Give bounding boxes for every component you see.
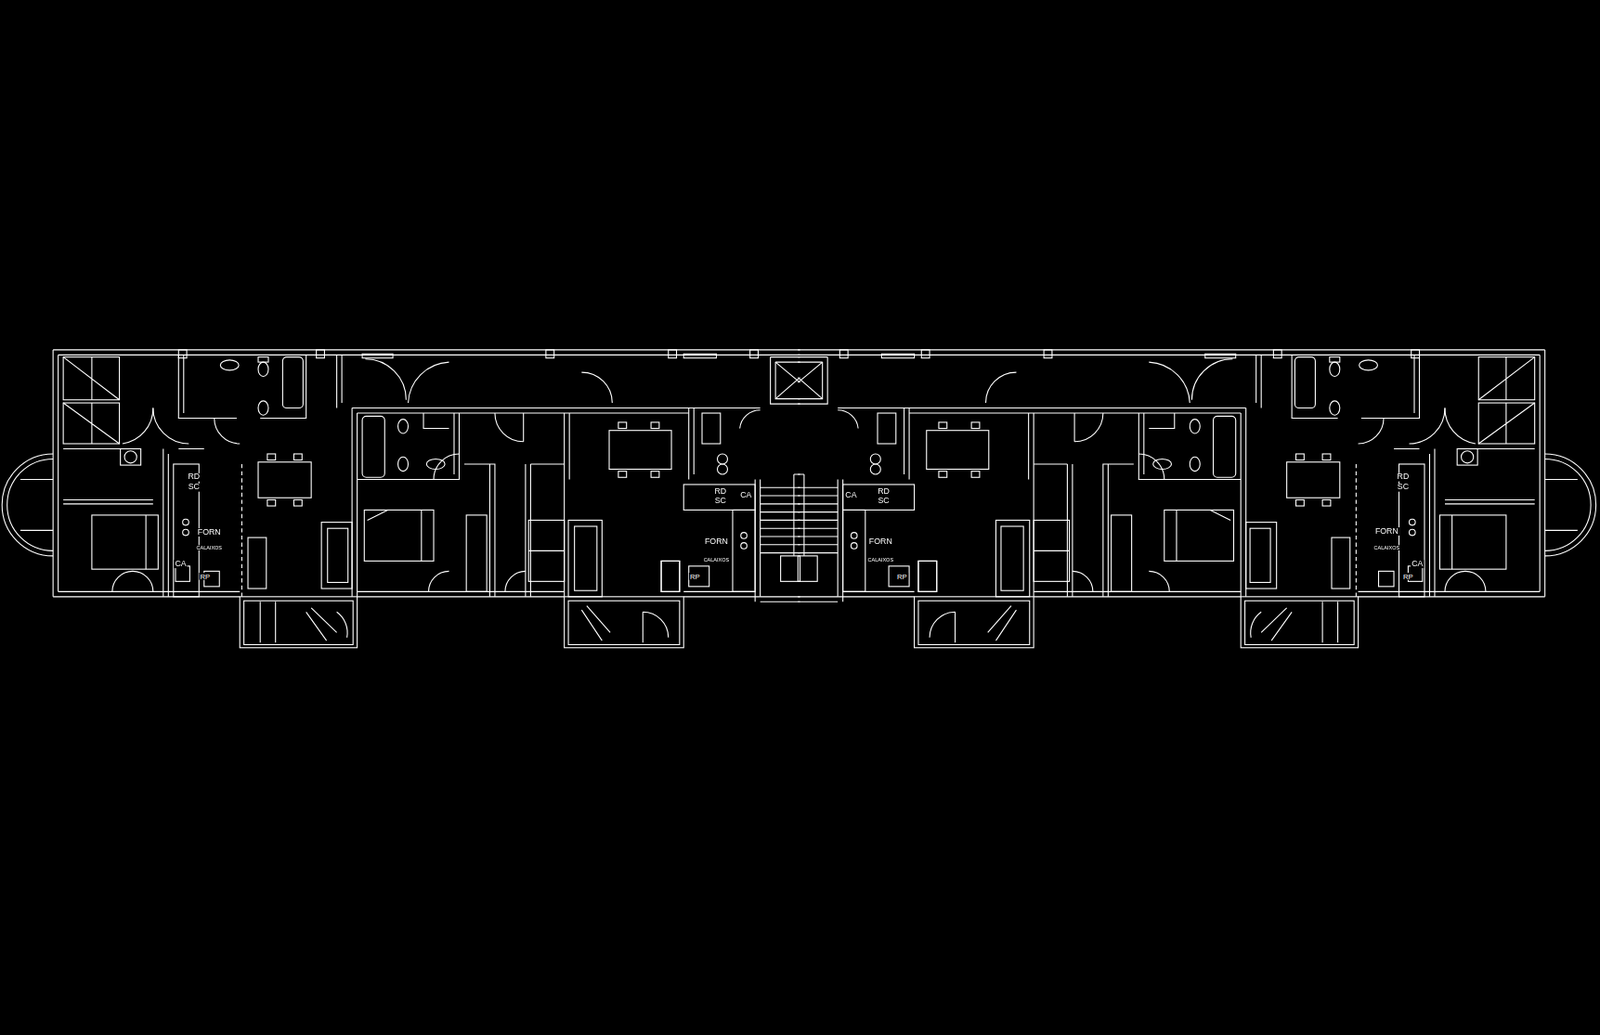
appliance-label: CALAIXOS xyxy=(866,558,895,563)
room-code: SC xyxy=(714,496,728,506)
appliance-label: FORN xyxy=(196,528,222,537)
appliance-label: FORN xyxy=(868,537,894,547)
room-code: SC xyxy=(1396,483,1410,493)
room-code: RP xyxy=(896,572,909,581)
room-code: RD xyxy=(186,473,201,482)
room-code: RD xyxy=(713,487,728,496)
appliance-label: FORN xyxy=(1374,527,1400,536)
room-code: CA xyxy=(844,492,858,501)
room-code: CA xyxy=(1410,559,1424,569)
room-code: RP xyxy=(689,572,702,581)
appliance-label: CALAIXOS xyxy=(1372,545,1401,550)
room-code: RD xyxy=(876,487,891,496)
appliance-label: FORN xyxy=(703,537,729,547)
appliance-label: CALAIXOS xyxy=(195,545,223,550)
room-code: CA xyxy=(739,492,753,501)
room-code: RP xyxy=(1402,572,1415,581)
room-code: RD xyxy=(1395,473,1410,482)
plan-left-half xyxy=(1,350,800,649)
room-code: SC xyxy=(876,496,890,506)
appliance-label: CALAIXOS xyxy=(702,558,731,563)
room-code: SC xyxy=(187,483,201,493)
room-code: CA xyxy=(173,559,187,569)
room-code: RP xyxy=(198,572,211,581)
plan-right-half xyxy=(797,350,1596,649)
